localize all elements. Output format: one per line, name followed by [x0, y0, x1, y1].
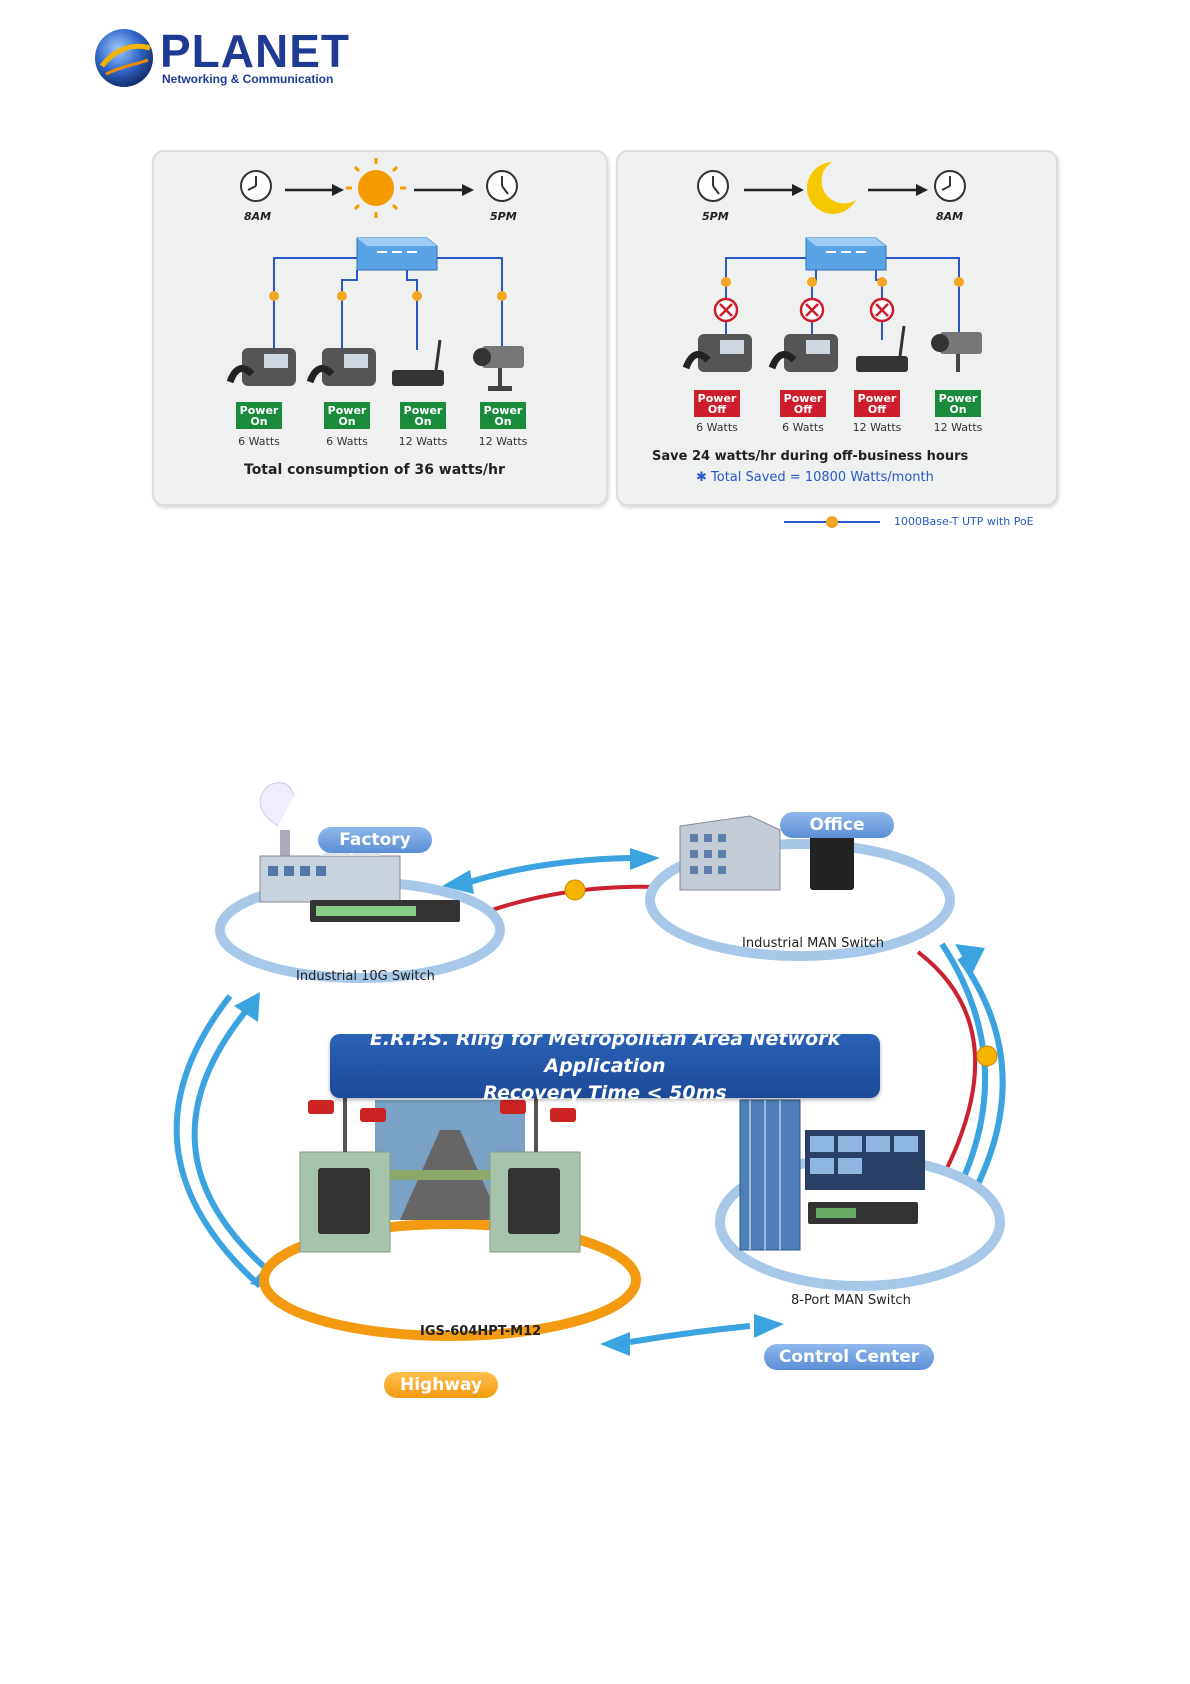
- device-watts: 12 Watts: [478, 435, 528, 448]
- device-watts: 12 Watts: [398, 435, 448, 448]
- office-label: Office: [780, 812, 894, 838]
- clock-icon: [697, 170, 729, 202]
- poe-links: [273, 257, 503, 350]
- end-time: 8AM: [936, 210, 964, 223]
- device-watts: 12 Watts: [933, 421, 983, 434]
- arrow-right-icon: [868, 184, 928, 196]
- planet-globe-icon: [95, 29, 153, 87]
- ring-title: E.R.P.S. Ring for Metropolitan Area Netw…: [369, 1027, 841, 1077]
- end-time: 5PM: [490, 210, 517, 223]
- brand-name: PLANET: [160, 25, 350, 77]
- arrow-right-icon: [414, 184, 474, 196]
- device-watts: 6 Watts: [326, 435, 368, 448]
- ip-camera-icon: [931, 332, 982, 372]
- legend-label: 1000Base-T UTP with PoE: [894, 515, 1034, 528]
- highway-label: Highway: [384, 1372, 498, 1398]
- day-panel: [152, 150, 608, 506]
- ip-camera-icon: [473, 346, 524, 391]
- link-badge-icon: [564, 879, 998, 1067]
- start-time: 8AM: [244, 210, 272, 223]
- highway-device-label: IGS-604HPT-M12: [420, 1324, 542, 1339]
- power-cut-x: [719, 303, 889, 317]
- 8-port-man-switch-icon: [808, 1202, 918, 1224]
- industrial-10g-switch-icon: [310, 900, 460, 922]
- office-device-label: Industrial MAN Switch: [742, 936, 885, 951]
- factory-label: Factory: [318, 827, 432, 853]
- brand-logo: PLANET Networking & Communication: [92, 25, 352, 90]
- device-watts: 6 Watts: [696, 421, 738, 434]
- night-summary: Save 24 watts/hr during off-business hou…: [652, 449, 969, 464]
- cabinet-icon: [299, 1151, 581, 1253]
- ip-phone-icon: [226, 348, 296, 386]
- sun-icon: [346, 158, 406, 218]
- device-watts: 6 Watts: [238, 435, 280, 448]
- total-saved: ✱ Total Saved = 10800 Watts/month: [696, 470, 934, 485]
- clock-icon: [240, 170, 272, 202]
- office-building-icon: [679, 815, 781, 891]
- control-center-label: Control Center: [764, 1344, 934, 1370]
- poe-dot-markers: [721, 277, 964, 287]
- day-summary: Total consumption of 36 watts/hr: [244, 462, 505, 478]
- moon-icon: [806, 162, 856, 214]
- control-device-label: 8-Port MAN Switch: [791, 1293, 911, 1308]
- night-panel-graphic: [682, 162, 982, 372]
- day-panel-graphic: [226, 158, 524, 391]
- ring-title-box: E.R.P.S. Ring for Metropolitan Area Netw…: [330, 1028, 880, 1104]
- clock-icon: [934, 170, 966, 202]
- device-watts: 12 Watts: [852, 421, 902, 434]
- brand-tagline: Networking & Communication: [162, 72, 334, 86]
- arrow-right-icon: [285, 184, 344, 196]
- wireless-ap-icon: [392, 339, 444, 386]
- device-watts: 6 Watts: [782, 421, 824, 434]
- arrow-right-icon: [744, 184, 804, 196]
- factory-device-label: Industrial 10G Switch: [296, 969, 435, 984]
- ring-subtitle: Recovery Time < 50ms: [483, 1081, 727, 1104]
- legend-line-icon: [784, 516, 880, 528]
- poe-dot-markers: [269, 291, 507, 301]
- clock-icon: [486, 170, 518, 202]
- power-cut-icon: [713, 297, 895, 323]
- poe-switch-icon: [805, 237, 887, 271]
- wireless-ap-icon: [856, 325, 908, 372]
- ip-phone-icon: [682, 334, 752, 372]
- ip-phone-icon: [768, 334, 838, 372]
- poe-switch-icon: [356, 237, 438, 271]
- start-time: 5PM: [702, 210, 729, 223]
- monitor-wall-icon: [805, 1130, 925, 1190]
- ip-phone-icon: [306, 348, 376, 386]
- control-tower-icon: [739, 1099, 801, 1251]
